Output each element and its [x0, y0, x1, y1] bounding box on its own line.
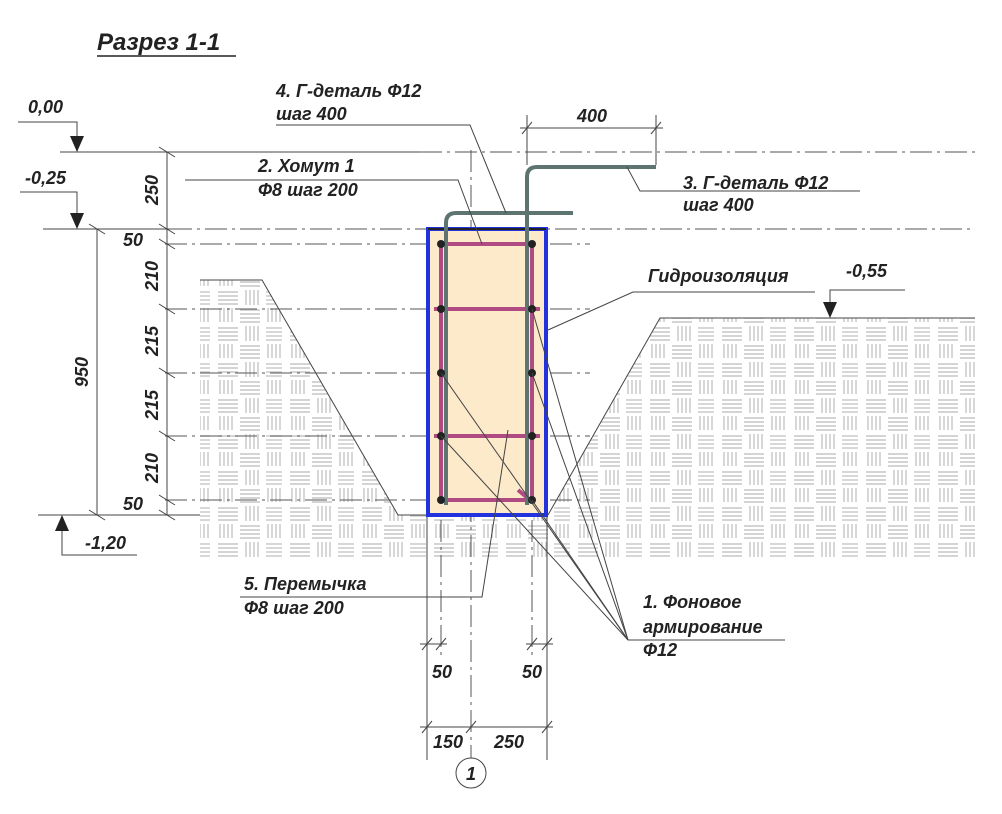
- dim-950: 950: [72, 357, 92, 387]
- soil-hatch: [200, 279, 975, 560]
- callout-waterproofing: Гидроизоляция: [547, 266, 815, 331]
- level-minus-0-25: -0,25: [25, 168, 67, 188]
- vertical-dimensions: 250 50 210 215 215 210 50 950: [38, 146, 420, 521]
- svg-text:шаг 400: шаг 400: [683, 195, 754, 215]
- level-0-00: 0,00: [28, 97, 63, 117]
- callout-g-detail-3: 3. Г-деталь Ф12 шаг 400: [626, 166, 860, 215]
- g-detail-rebar-4: [444, 211, 573, 505]
- axis-label: 1: [466, 764, 476, 784]
- level-minus-0-55: -0,55: [846, 261, 888, 281]
- svg-text:3. Г-деталь Ф12: 3. Г-деталь Ф12: [683, 173, 828, 193]
- callout-g-detail-4: 4. Г-деталь Ф12 шаг 400: [275, 81, 507, 214]
- dim-150: 150: [433, 732, 463, 752]
- callout-stirrup-2: 2. Хомут 1 Ф8 шаг 200: [185, 156, 483, 245]
- level-marks: 0,00 -0,25 -1,20 -0,55: [18, 97, 905, 556]
- dim-215: 215: [142, 325, 162, 357]
- top-dimension: 400: [520, 106, 663, 165]
- dim-50-right: 50: [522, 662, 542, 682]
- svg-text:армирование: армирование: [643, 617, 763, 637]
- dim-50-bottom: 50: [123, 494, 143, 514]
- svg-text:Ф8 шаг 200: Ф8 шаг 200: [244, 598, 344, 618]
- svg-text:Ф8 шаг 200: Ф8 шаг 200: [258, 180, 358, 200]
- dim-210: 210: [142, 261, 162, 292]
- svg-text:2. Хомут 1: 2. Хомут 1: [257, 156, 355, 176]
- section-title: Разрез 1-1: [97, 29, 220, 56]
- dim-250-bottom: 250: [493, 732, 524, 752]
- dim-400: 400: [576, 106, 607, 126]
- foundation-section: [426, 165, 656, 517]
- svg-text:Ф12: Ф12: [643, 640, 677, 660]
- dim-50-top: 50: [123, 230, 143, 250]
- dim-50-left: 50: [432, 662, 452, 682]
- callouts: 4. Г-деталь Ф12 шаг 400 2. Хомут 1 Ф8 ша…: [185, 81, 860, 660]
- svg-text:1. Фоновое: 1. Фоновое: [643, 592, 741, 612]
- svg-text:шаг 400: шаг 400: [276, 104, 347, 124]
- svg-text:5. Перемычка: 5. Перемычка: [244, 574, 367, 594]
- callout-tie-5: 5. Перемычка Ф8 шаг 200: [240, 429, 509, 618]
- dim-250: 250: [142, 175, 162, 206]
- g-detail-rebar-3: [525, 165, 656, 505]
- dim-215: 215: [142, 389, 162, 421]
- level-minus-1-20: -1,20: [85, 533, 126, 553]
- callout-background-rebar-1: 1. Фоновое армирование Ф12: [440, 308, 785, 660]
- dim-210: 210: [142, 453, 162, 484]
- svg-text:4. Г-деталь Ф12: 4. Г-деталь Ф12: [275, 81, 421, 101]
- svg-text:Гидроизоляция: Гидроизоляция: [648, 266, 789, 286]
- bottom-dimensions: 50 50 150 250 1: [420, 637, 553, 789]
- axis-marker: [455, 757, 487, 789]
